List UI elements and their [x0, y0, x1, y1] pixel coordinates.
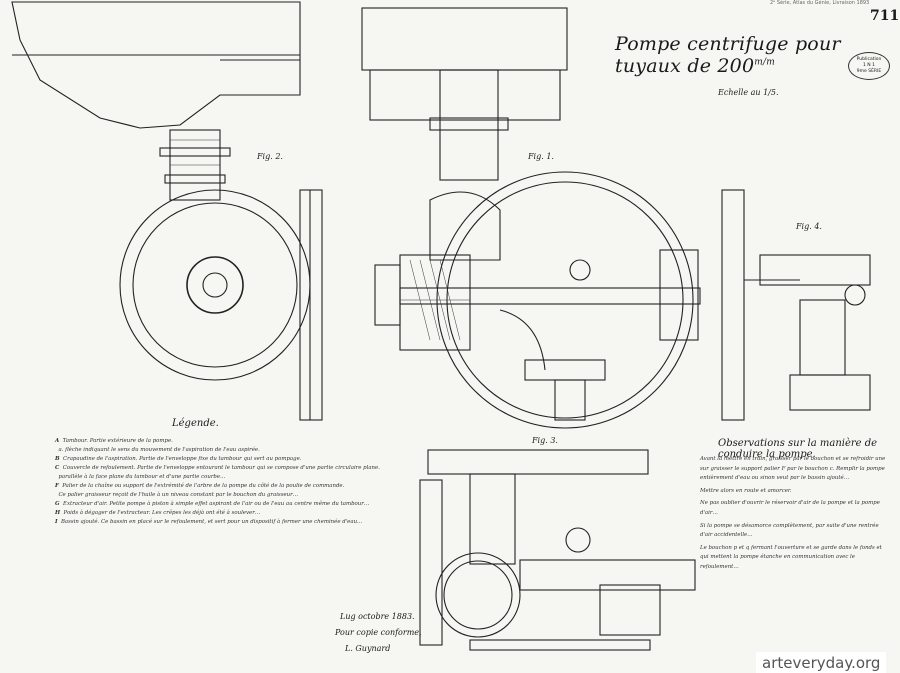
observation-paragraph: Avant la mettre en train, graisser par l… [700, 456, 886, 482]
legend-item: C Couvercle de refoulement. Partie de l'… [55, 464, 415, 473]
plate-number: 711 [870, 8, 900, 24]
pump-body-fig3 [435, 552, 521, 638]
legend-item: G Extracteur d'air. Petite pompe à pisto… [55, 500, 415, 509]
figure-label-3: Fig. 3. [532, 436, 558, 445]
flange-fig4 [721, 189, 745, 421]
legend-desc: Ce palier graisseur reçoit de l'huile à … [58, 492, 299, 498]
signature-date: Lug octobre 1883. [340, 612, 415, 621]
legend-item: F Palier de la chaîne ou support de l'ex… [55, 482, 415, 491]
legend-desc: Crapaudine de l'aspiration. Partie de l'… [63, 456, 302, 462]
observation-paragraph: Le bouchon p et q fermant l'ouverture et… [700, 544, 882, 570]
observation-paragraph: Ne pas oublier d'ouvrir le réservoir d'a… [700, 500, 880, 516]
legend-key: B [55, 456, 60, 462]
observations-body: Avant la mettre en train, graisser par l… [700, 455, 890, 573]
legend-desc: Palier de la chaîne ou support de l'extr… [62, 483, 345, 489]
figure-label-2: Fig. 2. [257, 152, 283, 161]
legend-item: parallèle à la face plane du tambour et … [55, 473, 415, 482]
legend-key: A [55, 438, 60, 444]
flange-fig2 [299, 189, 323, 421]
legend-key: H [55, 510, 61, 516]
stamp-line: 9me SÉRIE [856, 69, 882, 74]
legend-item: H Poids à dégager de l'extracteur. Les c… [55, 509, 415, 518]
legend-item: Ce palier graisseur reçoit de l'huile à … [55, 491, 415, 500]
watermark: arteveryday.org [756, 652, 887, 673]
pump-casing-fig1 [436, 171, 694, 429]
frame-fig3 [427, 449, 649, 475]
legend-desc: parallèle à la face plane du tambour et … [58, 474, 226, 480]
legend-desc: Poids à dégager de l'extracteur. Les crê… [63, 510, 261, 516]
corner-note: 2ᵉ Série, Atlas du Génie, Livraison 1893 [770, 0, 870, 6]
legend-key: I [55, 519, 58, 525]
signature-certified: Pour copie conforme, [335, 628, 422, 637]
stamp-line: Publication [856, 57, 882, 62]
stamp-line: 1 N 1 [863, 63, 875, 68]
publication-stamp: Publication 1 N 1 9me SÉRIE [848, 52, 890, 80]
legend-heading: Légende. [172, 418, 219, 429]
legend-desc: a. flèche indiquant le sens du mouvement… [58, 447, 260, 453]
legend-key: F [55, 483, 59, 489]
legend-item: B Crapaudine de l'aspiration. Partie de … [55, 455, 415, 464]
legend-list: A Tambour. Partie extérieure de la pompe… [55, 437, 415, 527]
legend-key: G [55, 501, 60, 507]
observation-paragraph: Si la pompe se désamorce complètement, p… [700, 522, 879, 539]
title-text: Pompe centrifuge pour tuyaux de 200 [615, 33, 841, 77]
legend-key: C [55, 465, 60, 471]
tank-fig2 [11, 1, 301, 129]
signature-name: L. Guynard [345, 644, 391, 653]
legend-desc: Bassin ajouté. Ce bassin en placé sur le… [60, 519, 363, 525]
drawing-title: Pompe centrifuge pour tuyaux de 200m/m [615, 33, 900, 77]
pump-body-fig2 [119, 189, 311, 381]
legend-desc: Tambour. Partie extérieure de la pompe. [62, 438, 173, 444]
legend-desc: Extracteur d'air. Petite pompe à piston … [63, 501, 370, 507]
observation-paragraph: Mettre alors en route et amorcer. [700, 487, 792, 494]
scale-label: Echelle au 1/5. [718, 88, 779, 97]
legend-item: a. flèche indiquant le sens du mouvement… [55, 446, 415, 455]
tank-fig1 [361, 7, 568, 71]
legend-item: A Tambour. Partie extérieure de la pompe… [55, 437, 415, 446]
observations-heading: Observations sur la manière de conduire … [718, 438, 878, 460]
title-unit: m/m [754, 57, 775, 68]
shaft-fig1 [399, 287, 701, 305]
figure-label-1: Fig. 1. [528, 152, 554, 161]
figure-label-4: Fig. 4. [796, 222, 822, 231]
legend-item: I Bassin ajouté. Ce bassin en placé sur … [55, 518, 415, 527]
legend-desc: Couvercle de refoulement. Partie de l'en… [62, 465, 380, 471]
